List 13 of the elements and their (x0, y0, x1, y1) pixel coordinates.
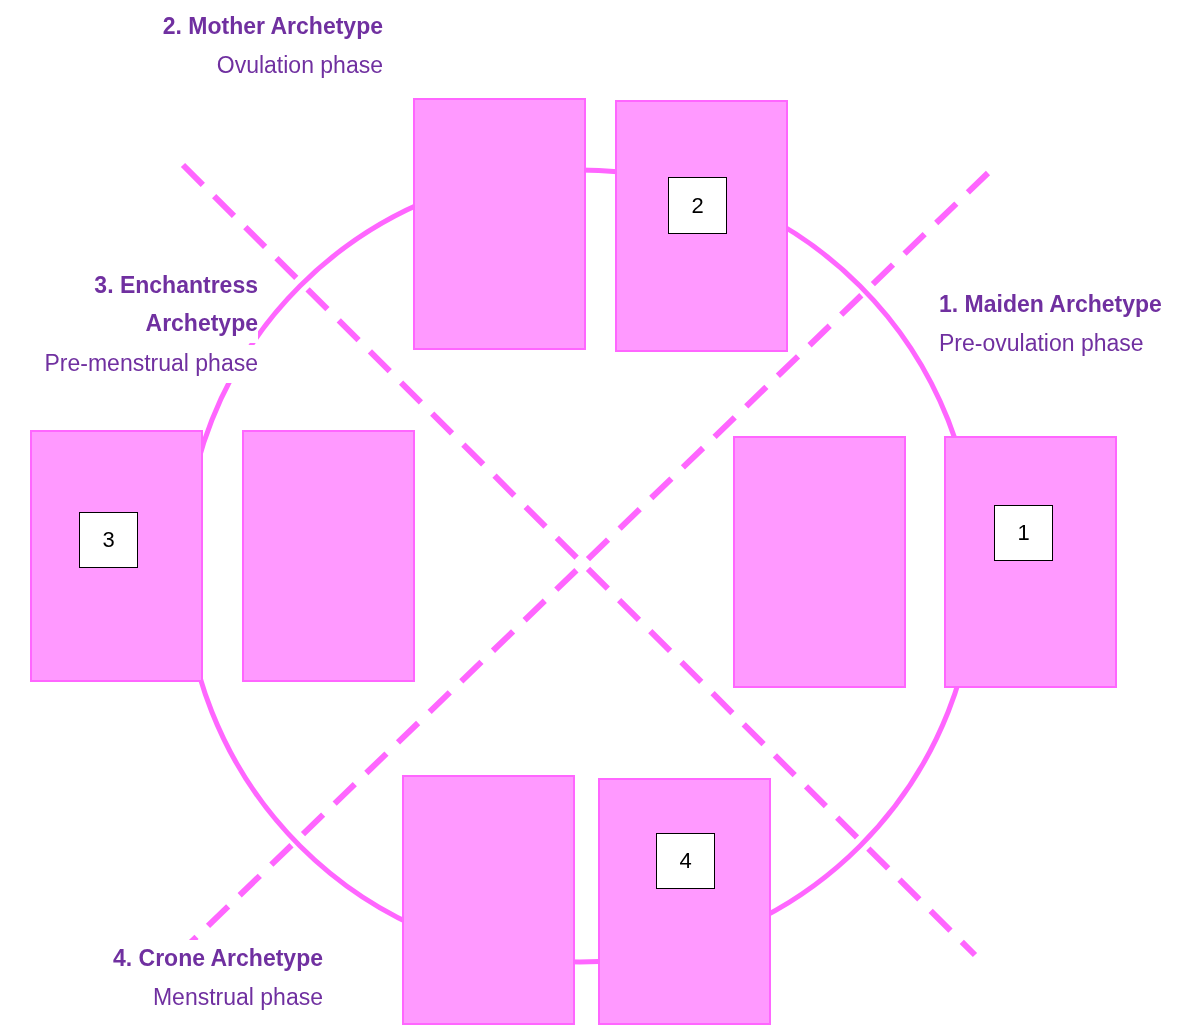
phase-panel (615, 100, 788, 352)
phase-panel (242, 430, 415, 682)
number-label: 2 (668, 177, 727, 234)
phase-panel (30, 430, 203, 682)
number-label: 4 (656, 833, 715, 889)
phase-name: Pre-menstrual phase (44, 345, 258, 383)
number-label: 3 (79, 512, 138, 568)
number-label: 1 (994, 505, 1053, 561)
phase-panel (598, 778, 771, 1025)
phase-panel (733, 436, 906, 688)
phase-panel (944, 436, 1117, 688)
phase-panel (413, 98, 586, 350)
phase-panel (402, 775, 575, 1025)
